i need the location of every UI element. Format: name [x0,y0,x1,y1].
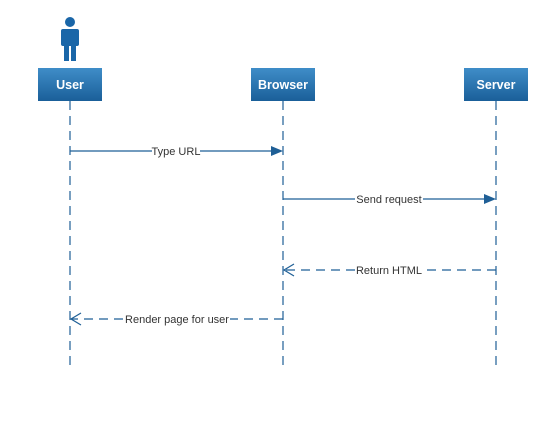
user-person-icon [61,17,79,61]
message-render-page[interactable]: Render page for user [69,312,283,326]
arrowhead-open [69,312,82,326]
actor-server-label: Server [477,78,516,92]
message-return-html-label: Return HTML [356,265,422,277]
arrowhead-filled [484,194,496,204]
message-send-request-label: Send request [356,194,421,206]
actor-user-label: User [56,78,84,92]
actor-browser[interactable]: Browser [251,68,315,101]
arrowhead-filled [271,146,283,156]
actor-server[interactable]: Server [464,68,528,101]
arrowhead-open [282,263,295,277]
message-type-url[interactable]: Type URL [70,146,283,158]
message-render-page-label: Render page for user [125,314,229,326]
message-send-request[interactable]: Send request [283,194,496,206]
actor-browser-label: Browser [258,78,308,92]
message-type-url-label: Type URL [152,146,201,158]
actor-user[interactable]: User [38,68,102,101]
message-return-html[interactable]: Return HTML [282,263,496,277]
